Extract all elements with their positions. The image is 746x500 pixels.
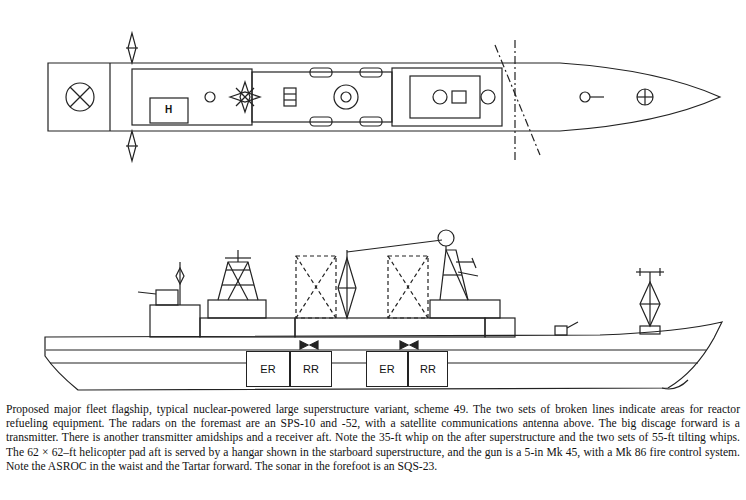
whip-symbol — [126, 47, 138, 48]
boat — [310, 68, 332, 77]
launcher — [555, 326, 567, 335]
gun-mount — [156, 290, 178, 305]
radar-arm — [472, 258, 476, 268]
asroc-launcher — [334, 85, 358, 109]
discage — [338, 287, 356, 288]
discage — [346, 250, 347, 318]
plan-view — [48, 33, 720, 161]
antenna-symbol — [236, 88, 254, 106]
gun-barrel — [138, 292, 156, 294]
superstructure — [150, 305, 200, 337]
whip-marker — [410, 341, 418, 349]
transom-line — [109, 63, 110, 131]
whip-symbol — [126, 145, 138, 146]
foremast — [440, 250, 468, 300]
helo-deck-mark — [70, 87, 90, 107]
compartment-label: RR — [303, 363, 319, 375]
tartar-launcher — [637, 89, 653, 105]
boat — [360, 117, 382, 126]
whip-marker — [300, 341, 308, 349]
helo-deck-mark — [70, 87, 90, 107]
discage-yard — [639, 268, 640, 276]
hull-profile — [45, 322, 722, 390]
dashed-refuel-area — [296, 256, 336, 318]
director — [452, 91, 466, 103]
vent — [284, 93, 296, 94]
hangar — [150, 98, 188, 123]
antenna-symbol — [236, 88, 254, 106]
superstructure — [252, 72, 392, 122]
radar-arm — [456, 261, 474, 262]
foremast — [446, 250, 468, 300]
boat — [360, 68, 382, 77]
refuel-line — [514, 40, 515, 160]
superstructure — [392, 68, 502, 126]
hangar-superstructure — [132, 69, 252, 125]
compartment-label: ER — [260, 363, 275, 375]
figure-caption: Proposed major fleet flagship, typical n… — [6, 403, 740, 474]
receiver-antenna — [237, 250, 238, 262]
vent — [284, 99, 296, 100]
superstructure — [200, 318, 295, 337]
compartment-box: ER — [366, 351, 408, 387]
compartment-box: RR — [408, 351, 448, 387]
dashed-refuel-area — [388, 256, 428, 318]
dashed-refuel-area — [296, 256, 336, 318]
refuel-line — [495, 45, 540, 155]
dashed-refuel-area — [296, 256, 336, 318]
discage-yard — [659, 268, 660, 276]
lattice-mast — [226, 269, 250, 270]
superstructure — [485, 318, 515, 337]
helo-deck-mark — [66, 83, 94, 111]
tartar-launcher — [644, 89, 645, 105]
deckhouse — [410, 76, 480, 118]
satcom-antenna — [438, 230, 454, 246]
whip-symbol — [176, 268, 184, 284]
superstructure — [208, 300, 266, 318]
gun-barrel — [590, 96, 604, 97]
lattice-mast — [222, 284, 254, 285]
lattice-mast — [228, 262, 248, 300]
foremast — [443, 274, 462, 275]
lattice-mast — [218, 262, 258, 300]
discage — [649, 272, 650, 326]
helo-pad-letter: H — [164, 104, 173, 115]
whip-marker — [400, 341, 408, 349]
discage — [640, 303, 660, 304]
gun-mount — [580, 92, 590, 102]
radome — [481, 90, 495, 104]
dashed-refuel-area — [388, 256, 428, 318]
profile-view — [45, 230, 722, 390]
superstructure — [295, 318, 485, 337]
sonar-dome — [662, 380, 688, 389]
vent — [284, 88, 296, 106]
satcom-antenna — [445, 246, 446, 250]
asroc-launcher — [341, 92, 351, 102]
hull-plan — [48, 63, 720, 131]
radar-arm — [458, 272, 478, 276]
radar-base — [433, 90, 447, 104]
mast-base — [205, 92, 215, 102]
dashed-refuel-area — [388, 256, 428, 318]
compartment-box: ER — [246, 351, 290, 387]
boat — [310, 117, 332, 126]
compartment-box: RR — [290, 351, 332, 387]
compartment-label: ER — [379, 363, 394, 375]
whip-marker — [310, 341, 318, 349]
lattice-mast — [228, 262, 248, 300]
launcher — [567, 322, 578, 328]
compartment-label: RR — [420, 363, 436, 375]
superstructure — [430, 300, 500, 318]
antenna-wire — [347, 240, 442, 252]
